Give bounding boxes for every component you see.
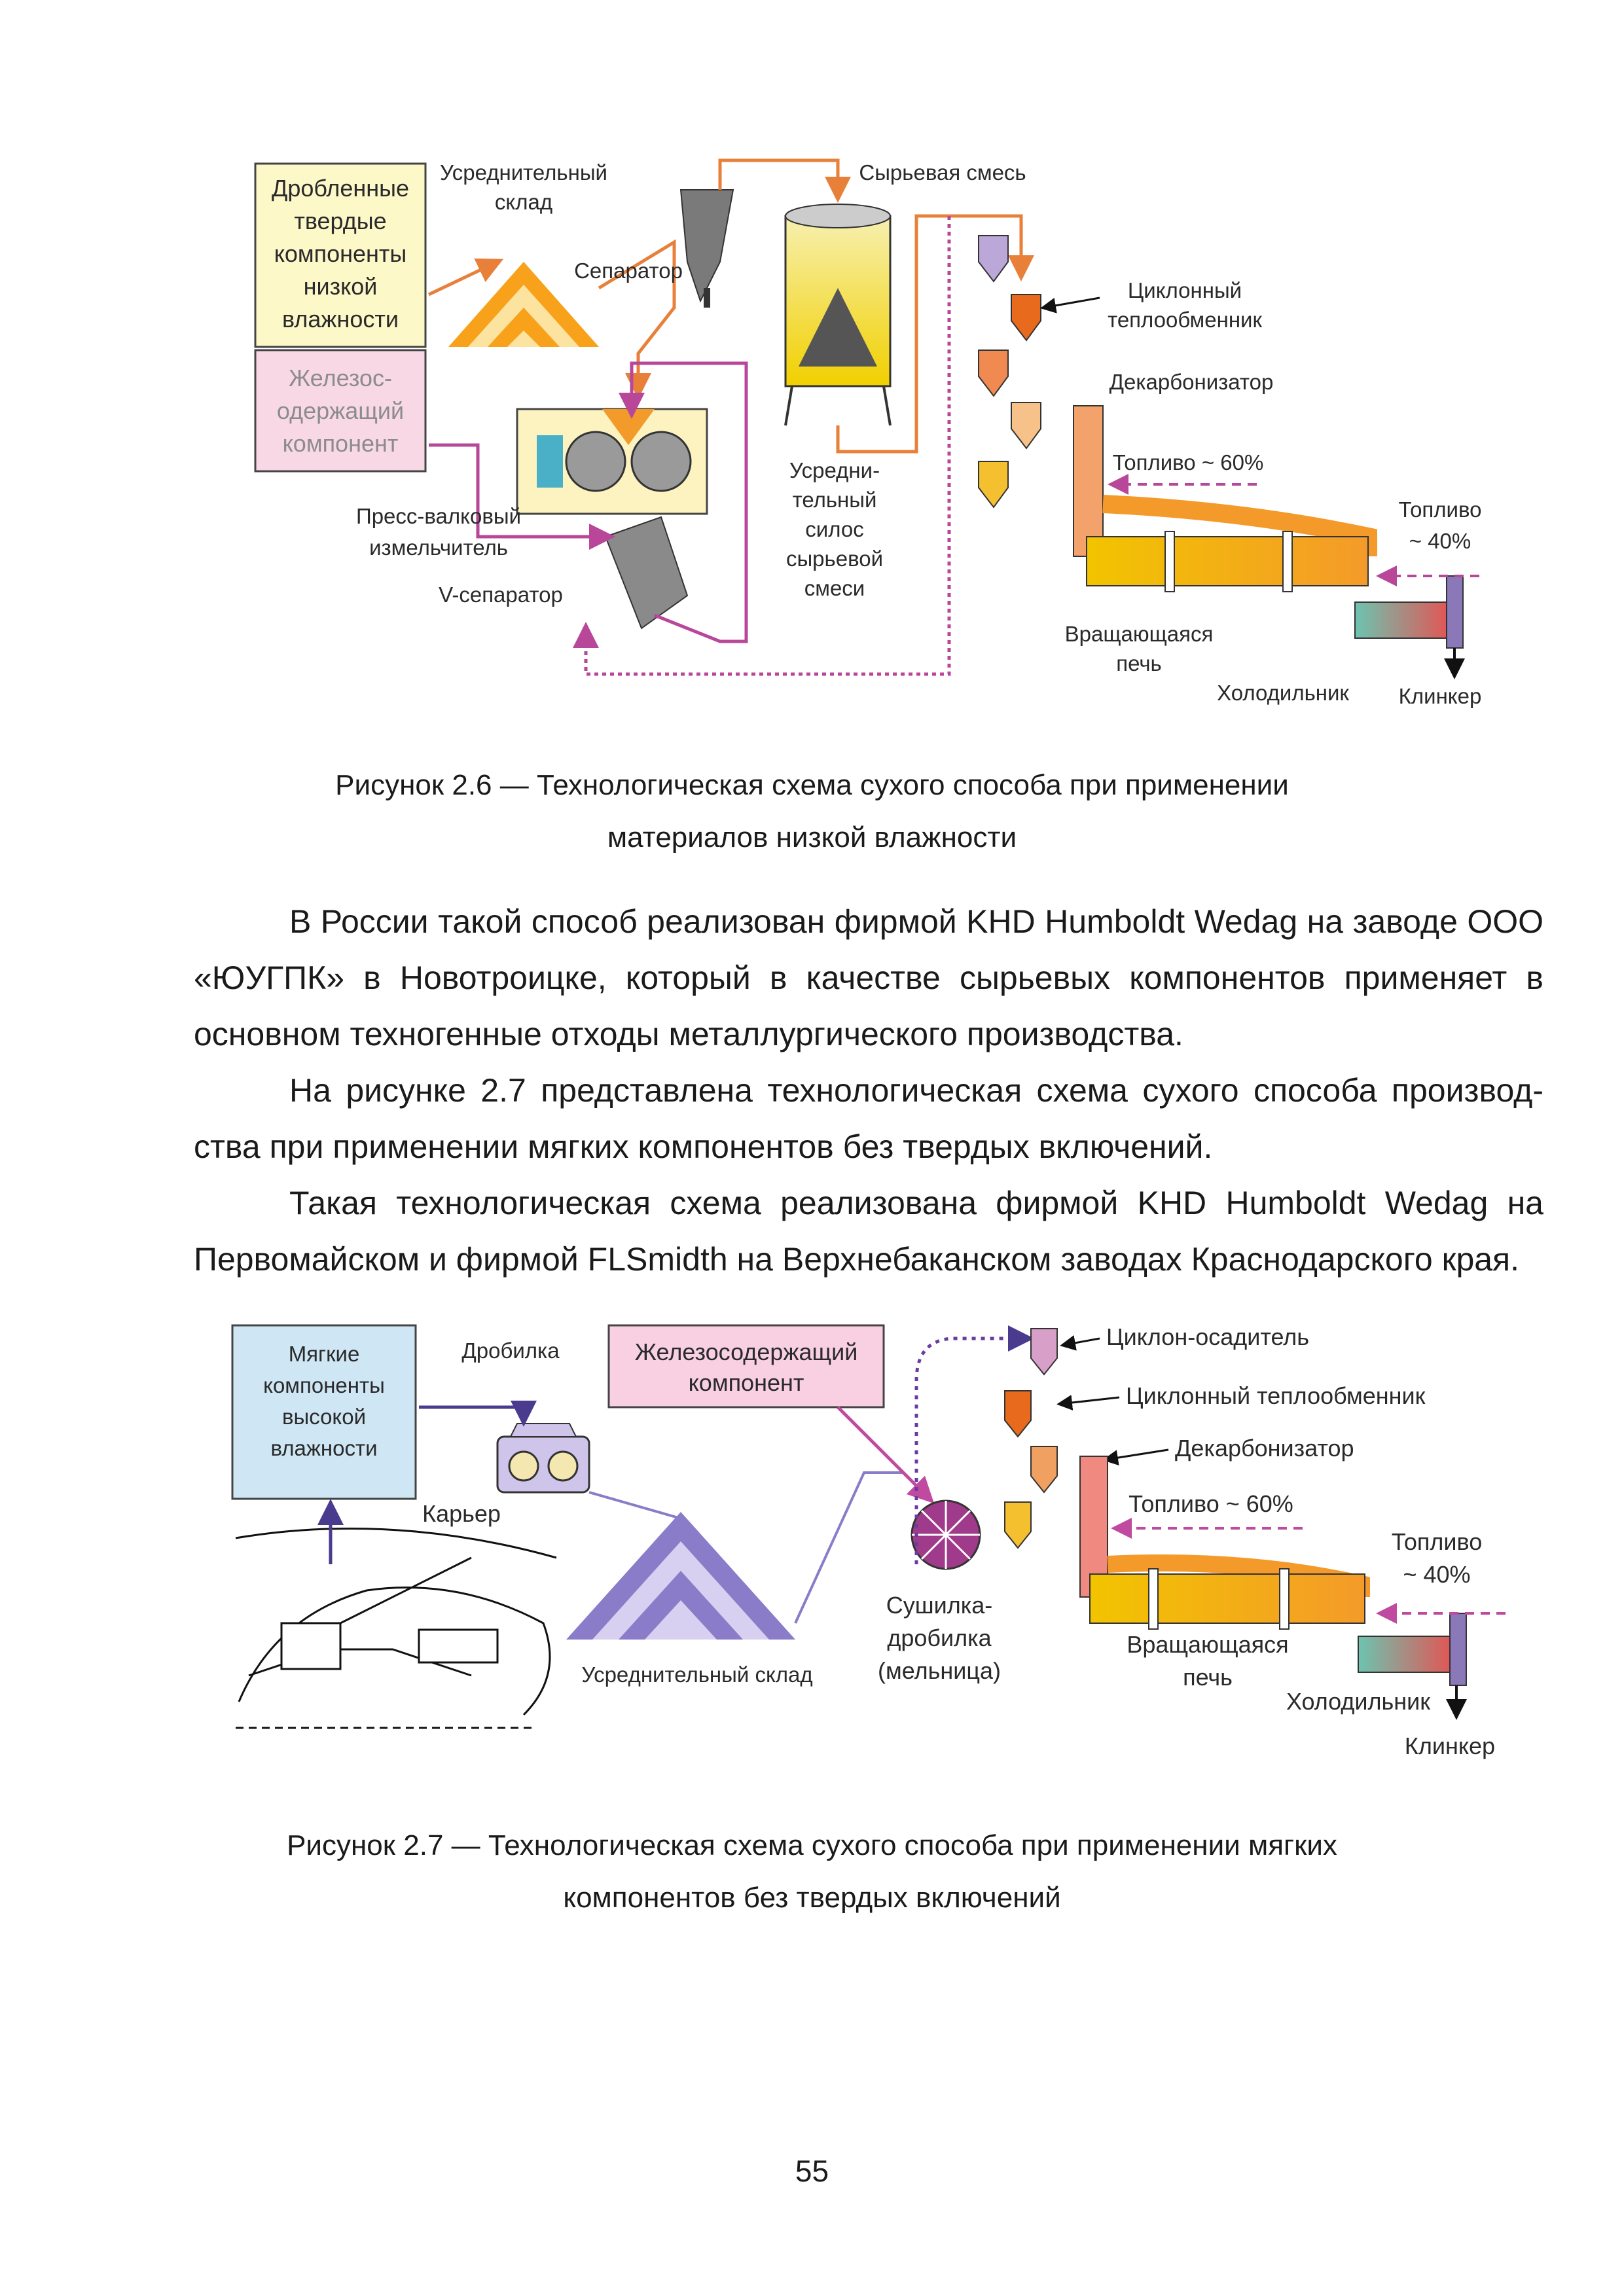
paragraph-2: На рисунке 2.7 представлена технологичес…	[194, 1072, 1543, 1165]
crushed-components-box	[254, 162, 427, 348]
paragraph-1: В России такой способ реализован фирмой …	[194, 903, 1543, 1052]
kiln-ring-4	[1279, 1568, 1290, 1630]
decarbonizer	[1073, 405, 1104, 557]
clinker-label: Клинкер	[1399, 684, 1482, 708]
page-number: 55	[795, 2154, 829, 2188]
fuel40-label: Топливо~ 40%	[1398, 497, 1481, 553]
cooler	[1354, 601, 1454, 639]
cyclone-preheater-2	[1004, 1328, 1058, 1549]
dryer-mill	[911, 1499, 981, 1570]
vsep-label: V-сепаратор	[439, 583, 563, 607]
flow-box-to-crusher	[419, 1401, 537, 1427]
crusher-label: Дробилка	[461, 1338, 560, 1363]
cyclone-pointer-2	[1056, 1395, 1120, 1410]
storage-pile-2	[566, 1512, 795, 1640]
v-separator	[604, 516, 689, 630]
settler-label: Циклон-осадитель	[1106, 1323, 1309, 1350]
flow-storage-to-dryer	[794, 1471, 903, 1624]
kiln-ring-1	[1164, 531, 1175, 592]
cooler-burner	[1446, 575, 1464, 649]
decarb-pointer	[1102, 1448, 1169, 1466]
kiln-ring-3	[1148, 1568, 1159, 1630]
clinker-label-2: Клинкер	[1405, 1732, 1495, 1759]
press-roller-mill	[516, 408, 708, 515]
tertiary-air-duct	[1102, 495, 1377, 556]
quarry-label: Карьер	[422, 1500, 501, 1527]
decarb-label: Декарбонизатор	[1110, 370, 1274, 394]
cyclone-preheater	[978, 235, 1041, 509]
figure-2-6-caption: Рисунок 2.6 — Технологическая схема сухо…	[335, 769, 1289, 853]
body-text: В России такой способ реализован фирмой …	[194, 893, 1543, 1287]
cooler-label: Холодильник	[1217, 681, 1349, 705]
rotary-kiln	[1086, 536, 1369, 586]
tertiary-air-duct-2	[1107, 1554, 1370, 1597]
storage-pile	[448, 262, 599, 347]
crusher	[496, 1423, 590, 1494]
flow-dust-return	[573, 216, 951, 676]
separator-label: Сепаратор	[574, 259, 683, 283]
dryer-label: Сушилка-дробилка(мельница)	[878, 1592, 1001, 1684]
flow-dryer-to-settler	[914, 1325, 1034, 1564]
flow-crushed-to-storage	[427, 258, 504, 296]
settler-pointer	[1060, 1335, 1100, 1351]
iron-component-box	[254, 349, 427, 473]
figure-2-7-caption: Рисунок 2.7 — Технологическая схема сухо…	[287, 1829, 1337, 1914]
cooler-burner-2	[1449, 1613, 1467, 1686]
fuel60-label-2: Топливо ~ 60%	[1128, 1490, 1293, 1517]
cyclone-pointer	[1040, 296, 1100, 314]
decarbonizer-2	[1079, 1456, 1108, 1598]
raw-mix-silo	[784, 204, 892, 426]
fuel60-label: Топливо ~ 60%	[1113, 450, 1264, 475]
flow-recycle	[619, 361, 748, 643]
soft-components-box	[231, 1324, 417, 1500]
raw-mix-label: Сырьевая смесь	[859, 160, 1026, 185]
flow-iron-to-mill	[429, 443, 615, 550]
separator	[679, 189, 734, 308]
decarb-label-2: Декарбонизатор	[1175, 1435, 1354, 1462]
flow-crusher-to-storage	[588, 1491, 681, 1520]
kiln-ring-2	[1282, 531, 1293, 592]
iron-component-box-2	[607, 1324, 885, 1408]
fuel40-label-2: Топливо~ 40%	[1392, 1528, 1483, 1588]
rotary-kiln-2	[1089, 1573, 1365, 1624]
cooler-2	[1358, 1636, 1457, 1673]
flow-storage-to-mill	[598, 239, 676, 399]
quarry-sketch	[235, 1527, 557, 1729]
flow-silo-to-preheater	[836, 214, 1034, 454]
paragraph-3: Такая технологическая схема реализована …	[194, 1185, 1543, 1278]
storage-label-2: Усреднительный склад	[581, 1662, 812, 1687]
cyclone-label-2: Циклонный теплообменник	[1126, 1382, 1426, 1409]
cooler-label-2: Холодильник	[1286, 1688, 1430, 1715]
flow-separator-to-silo	[718, 158, 851, 203]
flow-iron-to-dryer	[837, 1406, 935, 1504]
